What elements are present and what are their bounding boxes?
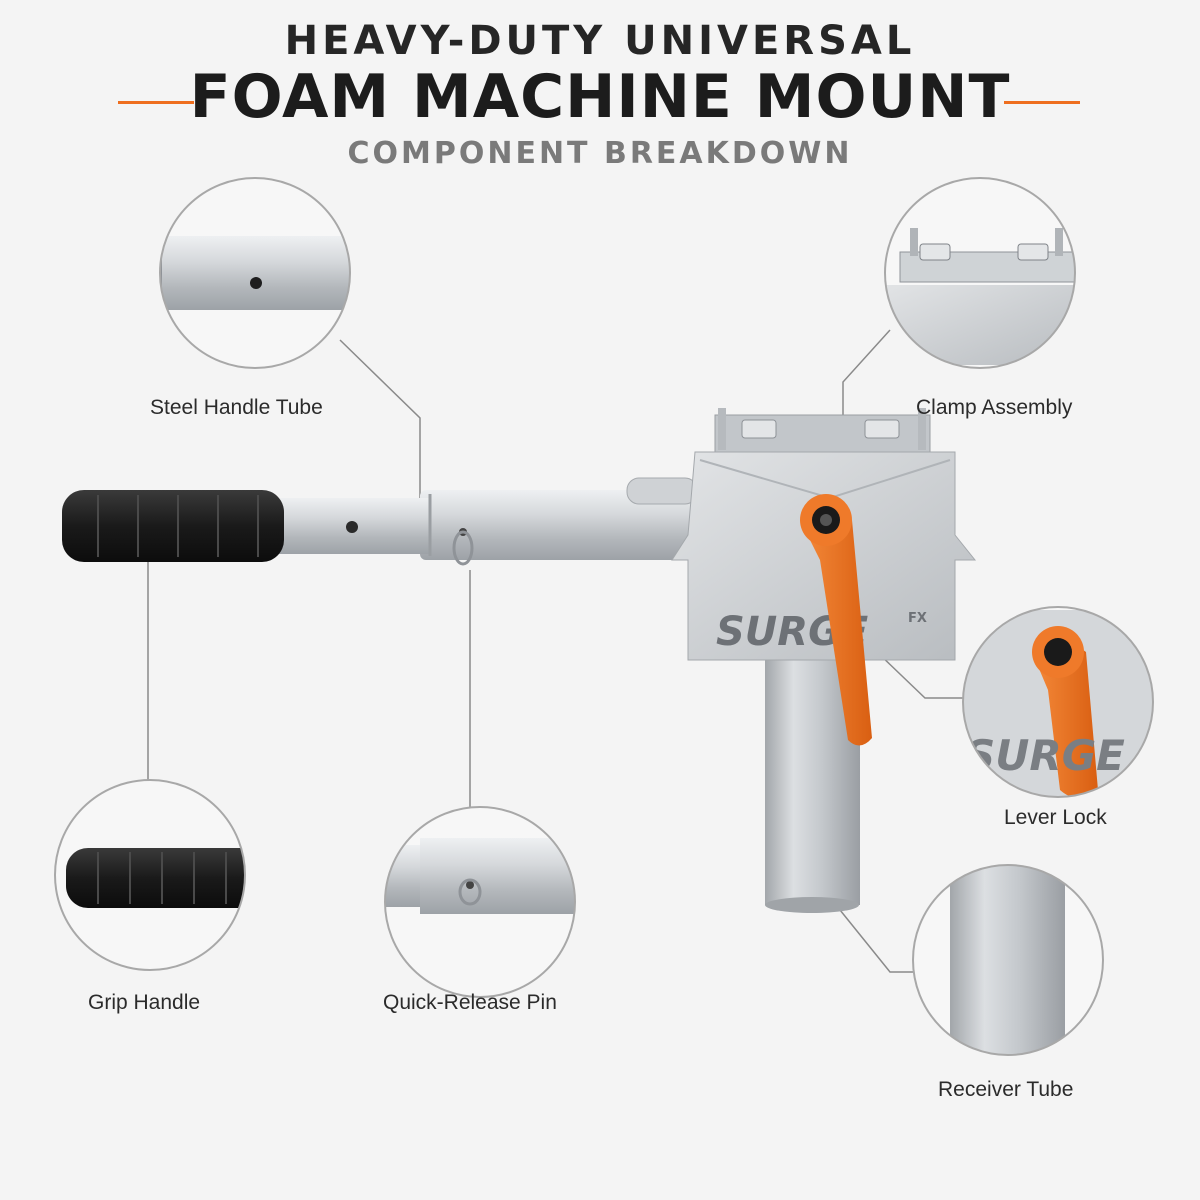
header-subtitle: COMPONENT BREAKDOWN [347, 136, 853, 171]
surge-logo-suffix: FX [908, 611, 927, 626]
grip-part [62, 490, 284, 562]
header-title: FOAM MACHINE MOUNT [189, 62, 1011, 132]
title-rule-right [1004, 101, 1080, 104]
outer-tube-part [420, 477, 710, 560]
lever-detail-logo: SURGE [965, 731, 1125, 780]
title-rule-left [118, 101, 194, 104]
detail-grip-handle [54, 779, 246, 971]
quick-release-pin-part [452, 528, 474, 566]
leader-receiver-tube [839, 909, 914, 973]
label-receiver-tube: Receiver Tube [938, 1078, 1074, 1101]
detail-quick-release-pin [384, 806, 576, 998]
leader-steel-handle-tube [339, 339, 421, 498]
detail-steel-handle-tube [159, 177, 351, 369]
clamp-hardware-part [714, 408, 931, 456]
inner-tube-part [270, 494, 432, 556]
label-clamp-assembly: Clamp Assembly [916, 396, 1073, 419]
lever-lock-part [800, 494, 872, 746]
label-steel-handle-tube: Steel Handle Tube [150, 396, 323, 419]
detail-clamp-assembly [884, 177, 1076, 369]
label-quick-release-pin: Quick-Release Pin [383, 991, 557, 1014]
detail-receiver-tube [912, 864, 1104, 1056]
header-kicker: HEAVY-DUTY UNIVERSAL [284, 18, 916, 64]
label-lever-lock: Lever Lock [1004, 806, 1107, 829]
detail-lever-lock: SURGE [962, 606, 1154, 798]
label-grip-handle: Grip Handle [88, 991, 201, 1014]
